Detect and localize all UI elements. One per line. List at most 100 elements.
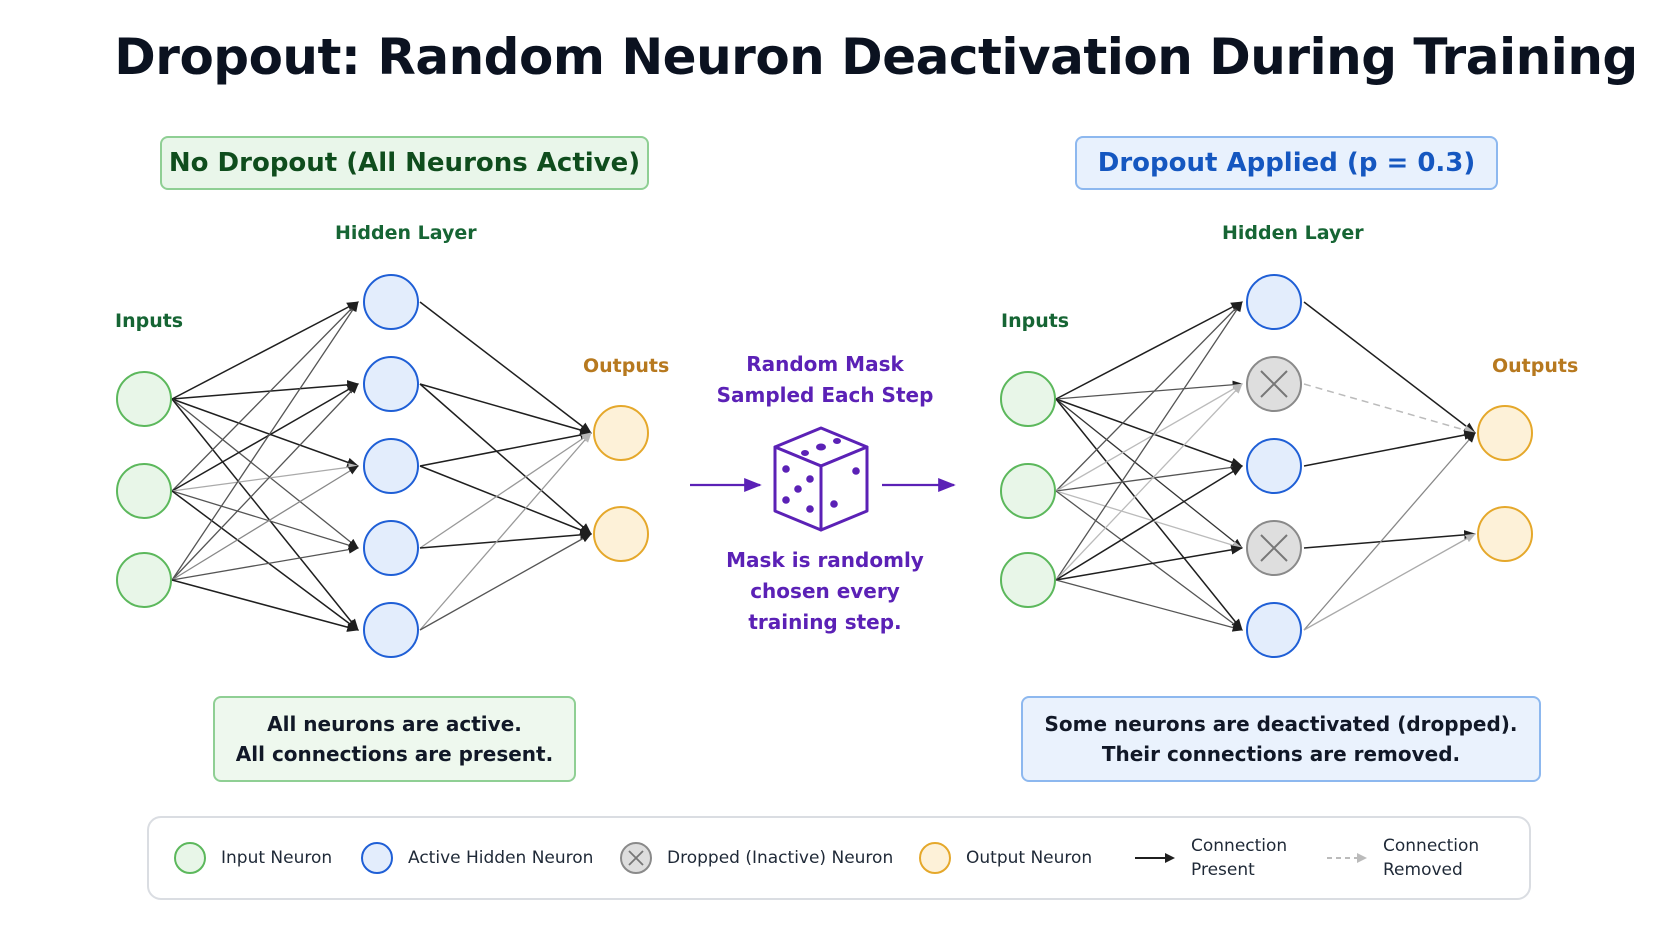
connection xyxy=(171,398,359,549)
connection xyxy=(1303,533,1476,631)
random-mask-line2: Sampled Each Step xyxy=(716,383,934,407)
hidden-neuron xyxy=(1246,438,1302,494)
connection xyxy=(419,530,593,549)
connection xyxy=(1055,301,1243,492)
output-neuron xyxy=(1477,405,1533,461)
input-neuron xyxy=(1000,371,1056,427)
output-neuron xyxy=(593,506,649,562)
legend-connection-removed-label: Connection Removed xyxy=(1383,834,1479,882)
connection xyxy=(1055,398,1244,467)
left-outputs-label: Outputs xyxy=(583,355,670,377)
page-title: Dropout: Random Neuron Deactivation Duri… xyxy=(114,28,1638,86)
connection xyxy=(419,383,593,435)
legend-output-neuron-label: Output Neuron xyxy=(966,848,1093,868)
input-neuron xyxy=(1000,552,1056,608)
connection xyxy=(1303,530,1477,549)
legend-active-hidden-neuron-label: Active Hidden Neuron xyxy=(408,848,594,868)
dropped-neuron xyxy=(1246,356,1302,412)
legend-connection-present-line1: Connection xyxy=(1191,836,1288,856)
connection xyxy=(171,545,360,581)
mask-caption-line3: training step. xyxy=(748,610,902,634)
hidden-neuron-icon xyxy=(361,842,393,874)
dropout-note: Some neurons are deactivated (dropped). … xyxy=(1021,696,1541,782)
mask-caption-line2: chosen every xyxy=(750,579,900,603)
legend-connection-removed-line2: Removed xyxy=(1383,860,1463,880)
dropout-applied-header: Dropout Applied (p = 0.3) xyxy=(1075,136,1498,190)
dashed-arrow-icon xyxy=(1327,853,1367,863)
connection xyxy=(419,533,592,631)
connection xyxy=(1303,430,1477,467)
connection xyxy=(171,380,360,400)
legend-output-neuron: Output Neuron xyxy=(918,818,1092,898)
output-neuron-icon xyxy=(919,842,951,874)
right-outputs-label: Outputs xyxy=(1492,355,1579,377)
connection xyxy=(419,432,592,549)
connection xyxy=(1055,579,1244,632)
right-connections xyxy=(1055,301,1477,632)
input-neuron xyxy=(116,463,172,519)
connection xyxy=(171,490,359,631)
random-mask-line1: Random Mask xyxy=(746,352,904,376)
right-network xyxy=(1000,274,1533,658)
connection xyxy=(1055,383,1243,581)
connection xyxy=(171,490,359,550)
connection xyxy=(1055,301,1244,400)
hidden-neuron xyxy=(1246,602,1302,658)
connection xyxy=(1055,380,1244,400)
connection xyxy=(171,301,359,492)
legend-dropped-neuron: Dropped (Inactive) Neuron xyxy=(619,818,893,898)
legend: Input Neuron Active Hidden Neuron Droppe… xyxy=(147,816,1531,900)
connection xyxy=(1303,432,1476,631)
left-connections xyxy=(171,301,593,632)
connection xyxy=(1055,465,1244,581)
connection xyxy=(171,398,359,631)
no-dropout-note-line1: All neurons are active. xyxy=(267,712,522,736)
connection xyxy=(1055,545,1244,581)
legend-connection-removed: Connection Removed xyxy=(1325,818,1479,898)
connection xyxy=(171,579,360,632)
connection xyxy=(419,301,592,434)
hidden-neuron xyxy=(1246,274,1302,330)
input-neuron xyxy=(116,552,172,608)
connection xyxy=(171,383,359,581)
connection xyxy=(419,430,593,467)
legend-input-neuron-label: Input Neuron xyxy=(221,848,333,868)
input-neuron-icon xyxy=(174,842,206,874)
connection xyxy=(419,383,592,535)
mask-caption: Mask is randomly chosen every training s… xyxy=(710,545,940,638)
hidden-neuron xyxy=(363,274,419,330)
right-inputs-label: Inputs xyxy=(1001,310,1070,332)
no-dropout-header: No Dropout (All Neurons Active) xyxy=(160,136,649,190)
connection xyxy=(171,463,360,492)
connection xyxy=(1303,301,1476,434)
connection xyxy=(171,383,360,492)
connection xyxy=(1055,398,1243,631)
connection xyxy=(171,301,360,400)
connection xyxy=(1055,463,1244,492)
no-dropout-note: All neurons are active. All connections … xyxy=(213,696,576,782)
legend-dropped-neuron-label: Dropped (Inactive) Neuron xyxy=(667,848,894,868)
connection xyxy=(419,465,593,535)
right-neurons xyxy=(1000,274,1533,658)
legend-connection-present-label: Connection Present xyxy=(1191,834,1287,882)
hidden-neuron xyxy=(363,438,419,494)
connection-removed xyxy=(1303,383,1477,435)
legend-active-hidden-neuron: Active Hidden Neuron xyxy=(360,818,593,898)
legend-input-neuron: Input Neuron xyxy=(173,818,332,898)
dropped-neuron-icon xyxy=(620,842,652,874)
hidden-neuron xyxy=(363,356,419,412)
hidden-neuron xyxy=(363,520,419,576)
legend-connection-removed-line1: Connection xyxy=(1383,836,1480,856)
output-neuron xyxy=(593,405,649,461)
connection xyxy=(171,398,360,467)
dropped-neuron xyxy=(1246,520,1302,576)
connection xyxy=(1055,383,1243,492)
connection xyxy=(1055,301,1243,581)
output-neuron xyxy=(1477,506,1533,562)
right-hidden-label: Hidden Layer xyxy=(1222,222,1364,244)
connection xyxy=(419,432,592,631)
solid-arrow-icon xyxy=(1135,853,1175,863)
connection xyxy=(171,301,359,581)
connection xyxy=(1055,490,1243,550)
